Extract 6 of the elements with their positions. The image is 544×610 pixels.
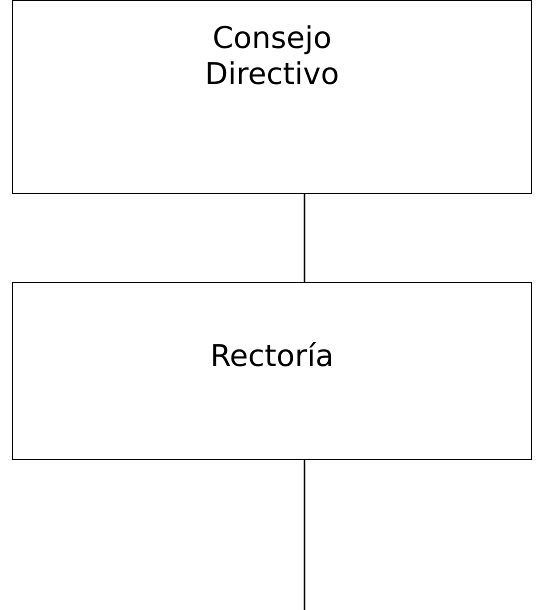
connector-line — [304, 194, 306, 282]
org-box — [12, 282, 532, 460]
box-label: Consejo Directivo — [204, 21, 340, 94]
box-label: Rectoría — [209, 339, 335, 376]
connector-line — [304, 460, 306, 610]
org-box — [12, 0, 532, 194]
